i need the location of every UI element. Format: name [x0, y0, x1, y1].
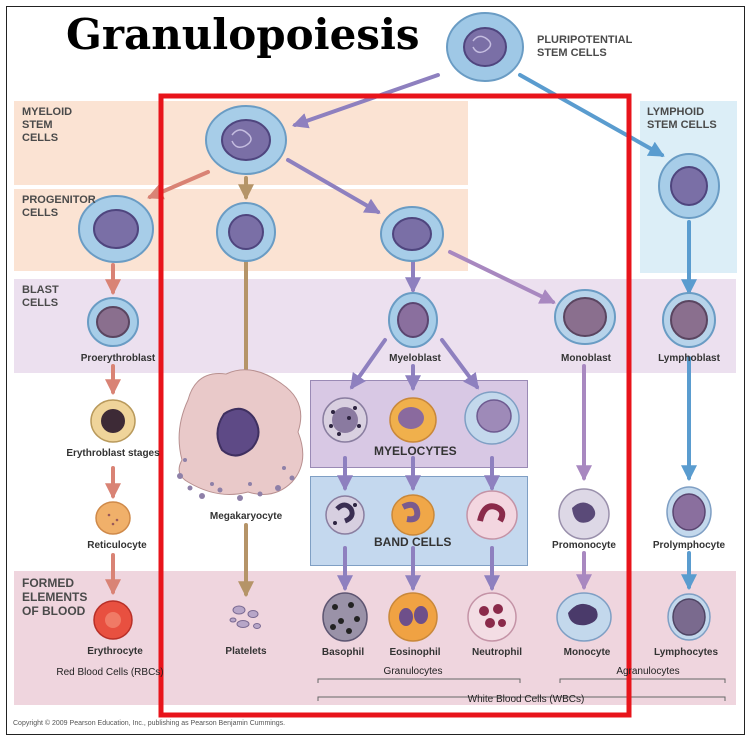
myeloblast-label: Myeloblast	[389, 353, 441, 364]
cell-neutrophilic-myelocyte	[464, 391, 520, 445]
cell-reticulocyte	[95, 501, 131, 535]
monocyte-label: Monocyte	[563, 647, 611, 658]
arrow-myeloblast-to-basophil-myelocyte	[350, 338, 387, 390]
progenitor-band-label: PROGENITOR CELLS	[22, 194, 96, 219]
cell-basophil-band	[325, 495, 365, 535]
lymphoblast-label: Lymphoblast	[658, 353, 720, 364]
proerythroblast-label: Proerythroblast	[80, 353, 156, 364]
formed-band	[14, 571, 736, 705]
agranulocytes-bracket	[559, 678, 726, 683]
copyright-notice: Copyright © 2009 Pearson Education, Inc.…	[13, 720, 286, 727]
basophil-label: Basophil	[321, 647, 365, 658]
cell-monocyte	[556, 592, 612, 642]
erythrocyte-label: Erythrocyte	[87, 646, 143, 657]
granulocytes-bracket	[317, 678, 521, 683]
group-brackets	[317, 678, 726, 701]
promonocyte-label: Promonocyte	[552, 540, 616, 551]
cell-neutrophil	[467, 592, 517, 642]
arrows	[105, 73, 697, 598]
blast-band-label: BLAST CELLS	[22, 284, 59, 309]
cell-lymphocyte	[667, 593, 711, 641]
cell-proerythroblast	[87, 297, 139, 347]
wbc-bracket	[317, 696, 726, 701]
arrow-myeloblast-to-neutrophil-myelocyte	[440, 338, 479, 390]
cell-erythrocyte	[93, 600, 133, 640]
cell-myeloblast	[388, 292, 438, 348]
rbc-group-label: Red Blood Cells (RBCs)	[56, 667, 164, 678]
cell-eosinophil-band	[391, 494, 435, 536]
cell-lymphoid-stem	[658, 153, 720, 219]
cell-promonocyte	[558, 488, 610, 540]
granulocytes-group-label: Granulocytes	[383, 666, 443, 677]
agranulocytes-group-label: Agranulocytes	[616, 666, 680, 677]
platelets-label: Platelets	[225, 646, 267, 657]
cell-granulocyte-progenitor	[380, 206, 444, 262]
arrow-myeloid-to-granulocyte-progenitor	[286, 158, 381, 214]
cell-basophilic-myelocyte	[322, 397, 368, 443]
pluripotential-label: PLURIPOTENTIAL STEM CELLS	[537, 34, 633, 59]
cell-pluripotential	[446, 12, 524, 82]
cell-lymphoblast	[662, 292, 716, 348]
cell-basophil	[322, 592, 368, 642]
neutrophil-label: Neutrophil	[472, 647, 522, 658]
lymphocytes-label: Lymphocytes	[653, 647, 719, 658]
megakaryocyte-label: Megakaryocyte	[209, 511, 283, 522]
prolymphocyte-label: Prolymphocyte	[652, 540, 726, 551]
myelocytes-label: MYELOCYTES	[374, 444, 457, 458]
cell-platelets	[229, 605, 261, 629]
cell-neutrophil-band	[466, 490, 518, 540]
highlight-box	[158, 93, 632, 718]
eosinophil-label: Eosinophil	[389, 647, 441, 658]
band-cells-label: BAND CELLS	[374, 535, 452, 549]
arrow-stem-to-myeloid	[291, 73, 440, 129]
myeloid-band-label: MYELOID STEM CELLS	[22, 106, 73, 144]
arrow-stem-to-lymphoid	[518, 73, 665, 157]
cell-prolymphocyte	[666, 486, 712, 538]
cell-monoblast	[554, 289, 616, 345]
cell-eosinophil	[388, 592, 438, 642]
cell-myeloid-stem	[205, 105, 287, 175]
reticulocyte-label: Reticulocyte	[87, 540, 147, 551]
cell-erythroblast	[90, 399, 136, 443]
cell-megakaryocyte-progenitor	[216, 202, 276, 262]
monoblast-label: Monoblast	[561, 353, 611, 364]
wbc-group-label: White Blood Cells (WBCs)	[467, 694, 585, 705]
diagram-title: Granulopoiesis	[66, 10, 420, 59]
cell-erythroid-progenitor	[78, 195, 154, 263]
erythroblast-label: Erythroblast stages	[66, 448, 160, 459]
cell-eosinophilic-myelocyte	[389, 397, 437, 443]
formed-band-label: FORMED ELEMENTS OF BLOOD	[22, 576, 88, 618]
cell-megakaryocyte	[177, 369, 304, 501]
arrow-progenitor-to-monoblast	[448, 250, 556, 304]
lymphoid-band-label: LYMPHOID STEM CELLS	[647, 106, 717, 131]
